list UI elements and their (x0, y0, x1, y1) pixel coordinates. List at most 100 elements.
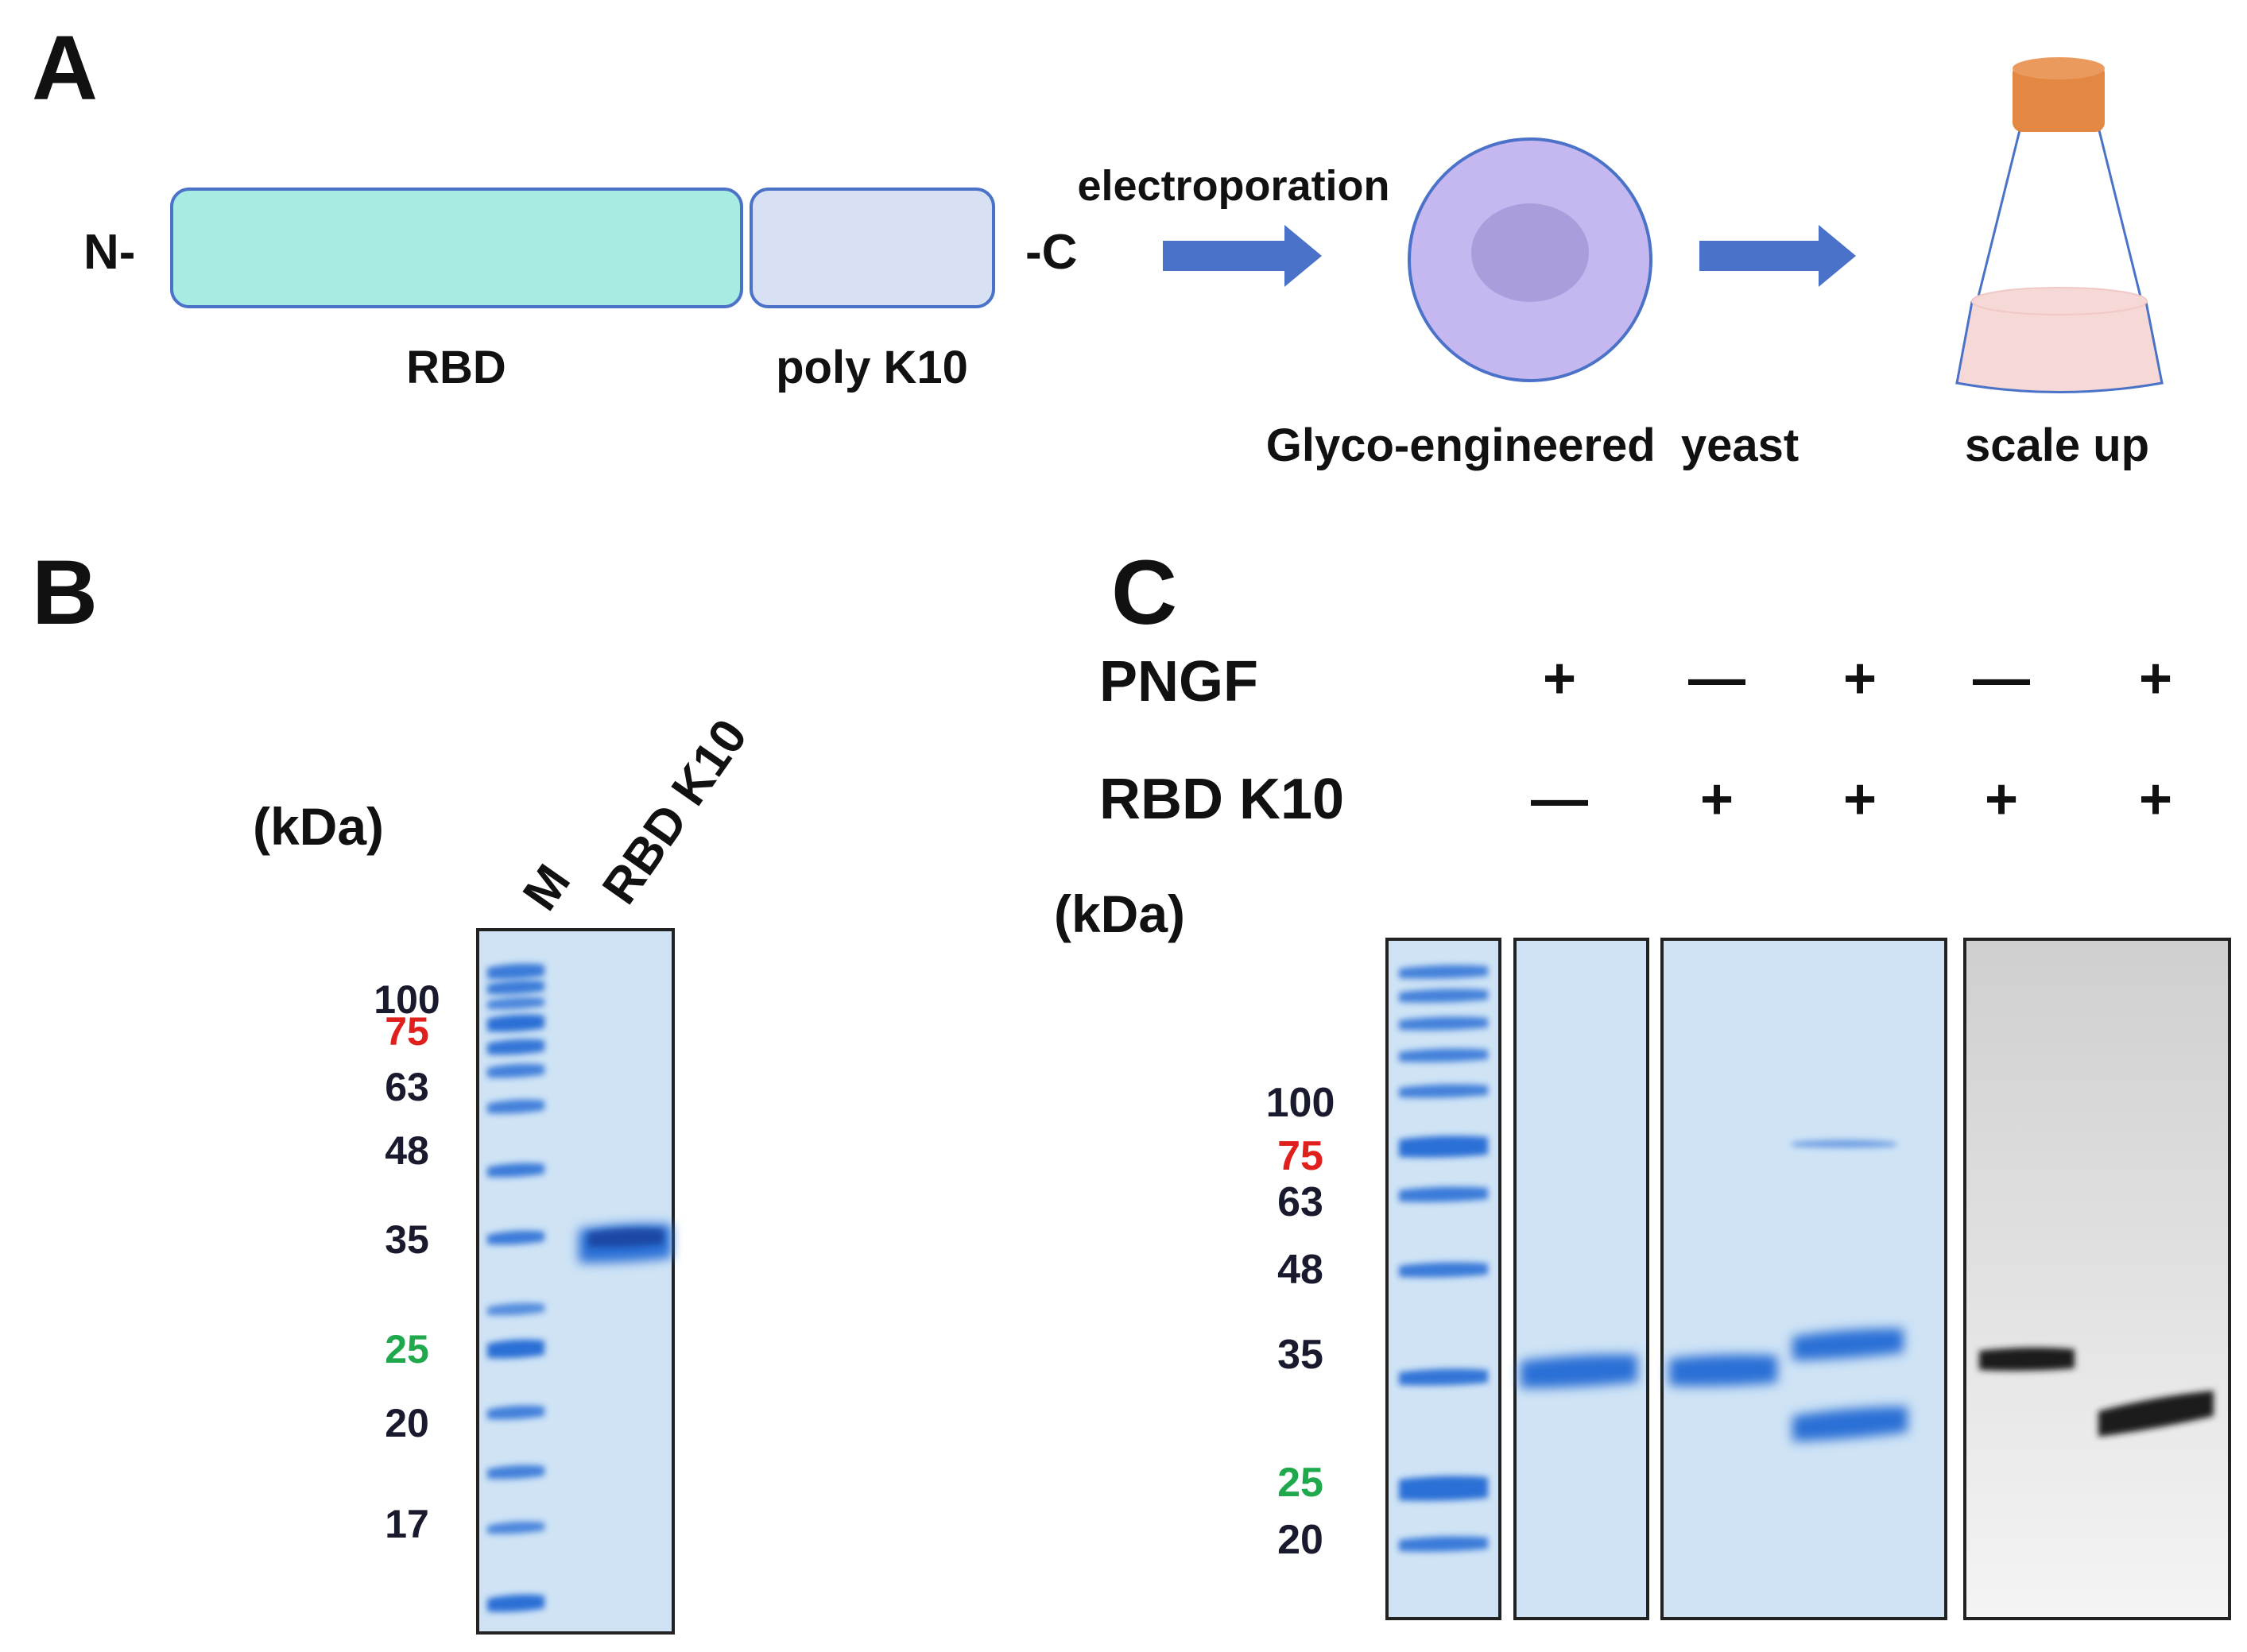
gel-c1-background (1385, 938, 1501, 1620)
gel-b-ladder-lane (487, 963, 544, 1612)
rbd-k10-band (1669, 1354, 1777, 1387)
rbd-k10-sign-3: + (1843, 768, 1877, 831)
rbd-domain-box (170, 188, 743, 308)
gel-c2-background (1513, 938, 1649, 1620)
electroporation-arrow (1163, 225, 1322, 287)
faint-high-band (1792, 1139, 1896, 1148)
panel-b-marker-35: 35 (385, 1217, 429, 1262)
gel-c1 (1385, 938, 1501, 1620)
panel-b-marker-48: 48 (385, 1128, 429, 1173)
panel-b-lane-label-m: M (513, 855, 581, 920)
scale-up-label: scale up (1965, 420, 2149, 471)
gel-b-sample-lane (579, 1224, 672, 1263)
rbd-k10-row-label: RBD K10 (1099, 768, 1344, 831)
gel-c1-ladder-lane (1399, 965, 1488, 1552)
western-blot-background (1963, 938, 2231, 1620)
ladder-band (1399, 1186, 1488, 1202)
rbd-k10-sign-5: + (2139, 768, 2172, 831)
ladder-band (1399, 1262, 1488, 1278)
ladder-band (487, 1339, 544, 1359)
pngf-sign-3: + (1843, 647, 1877, 710)
deglycosylated-band (1792, 1406, 1908, 1441)
electroporation-label: electroporation (1077, 162, 1389, 210)
panel-b-unit-label: (kDa) (253, 797, 384, 856)
panel-b-marker-75: 75 (385, 1009, 429, 1054)
panel-a-letter: A (32, 17, 98, 119)
ladder-band (1399, 1476, 1488, 1501)
ladder-band (487, 1464, 544, 1480)
ladder-band (487, 1099, 544, 1114)
gel-c3-background (1660, 938, 1947, 1620)
western-band-deglycosylated (2098, 1391, 2214, 1437)
gel-c3-bands (1669, 1139, 1908, 1441)
panel-c-condition-signs: +—+—+—++++ (1531, 647, 2172, 831)
ladder-band (487, 1163, 544, 1178)
ladder-band (1399, 1084, 1488, 1098)
flask-icon (1955, 57, 2164, 393)
ladder-band (1399, 1016, 1488, 1031)
panel-b-marker-20: 20 (385, 1401, 429, 1445)
western-band (1979, 1347, 2075, 1372)
ladder-band (487, 1014, 544, 1032)
ladder-band (1399, 1136, 1488, 1158)
pngf-row-label: PNGF (1099, 650, 1258, 714)
gel-c2 (1513, 938, 1649, 1620)
rbd-k10-band-core (588, 1228, 664, 1248)
panel-c-marker-100: 100 (1266, 1080, 1335, 1126)
ladder-band (487, 1405, 544, 1420)
ladder-band (1399, 965, 1488, 979)
panel-b-marker-100: 100 (374, 977, 440, 1022)
pngf-sign-2: — (1688, 647, 1745, 710)
ladder-band (487, 1039, 544, 1055)
panel-c-marker-20: 20 (1277, 1517, 1323, 1563)
ladder-band (487, 980, 544, 995)
rbd-k10-sign-1: — (1531, 768, 1588, 831)
panel-c-marker-25: 25 (1277, 1460, 1323, 1506)
ladder-band (487, 1302, 544, 1316)
ladder-band (1399, 1536, 1488, 1552)
panel-c: C PNGF RBD K10 +—+—+—++++ (kDa) 10075634… (1054, 542, 2231, 1620)
poly-k10-domain-box (750, 188, 995, 308)
ladder-band (1399, 1368, 1488, 1386)
panel-c-letter: C (1111, 542, 1177, 644)
gel-c2-bands (1521, 1354, 1637, 1388)
western-blot-bands (1979, 1347, 2214, 1437)
ladder-band (487, 1230, 544, 1245)
ladder-band (487, 1063, 544, 1078)
yeast-nucleus (1471, 203, 1589, 302)
panel-c-unit-label: (kDa) (1054, 884, 1185, 943)
rbd-k10-sign-4: + (1985, 768, 2018, 831)
pngf-sign-4: — (1973, 647, 2030, 710)
panel-b-marker-63: 63 (385, 1065, 429, 1109)
panel-b-letter: B (32, 542, 98, 644)
c-terminus-label: -C (1025, 225, 1077, 280)
scale-up-arrow (1699, 225, 1856, 287)
ladder-band (1399, 1048, 1488, 1062)
gel-c3 (1660, 938, 1947, 1620)
panel-c-marker-63: 63 (1277, 1179, 1323, 1225)
panel-b-marker-17: 17 (385, 1502, 429, 1546)
gel-b-background (476, 928, 675, 1635)
panel-c-marker-75: 75 (1277, 1133, 1323, 1179)
panel-a: A N- -C RBD poly K10 electroporation Gly… (32, 17, 2164, 471)
ladder-band (487, 1521, 544, 1534)
panel-b-marker-25: 25 (385, 1327, 429, 1372)
poly-k10-domain-label: poly K10 (776, 342, 968, 393)
panel-b-lane-label-rbd: RBD K10 (592, 710, 758, 914)
western-blot (1963, 938, 2231, 1620)
rbd-k10-sign-2: + (1700, 768, 1734, 831)
panel-c-marker-48: 48 (1277, 1247, 1323, 1293)
ladder-band (487, 1594, 544, 1612)
rbd-k10-band (1521, 1354, 1637, 1388)
pngf-sign-5: + (2139, 647, 2172, 710)
n-terminus-label: N- (83, 225, 135, 280)
ladder-band (1399, 988, 1488, 1003)
ladder-band (487, 996, 544, 1010)
yeast-label: Glyco-engineered yeast (1266, 420, 1799, 471)
ladder-band (487, 963, 544, 980)
rbd-domain-label: RBD (406, 342, 506, 393)
